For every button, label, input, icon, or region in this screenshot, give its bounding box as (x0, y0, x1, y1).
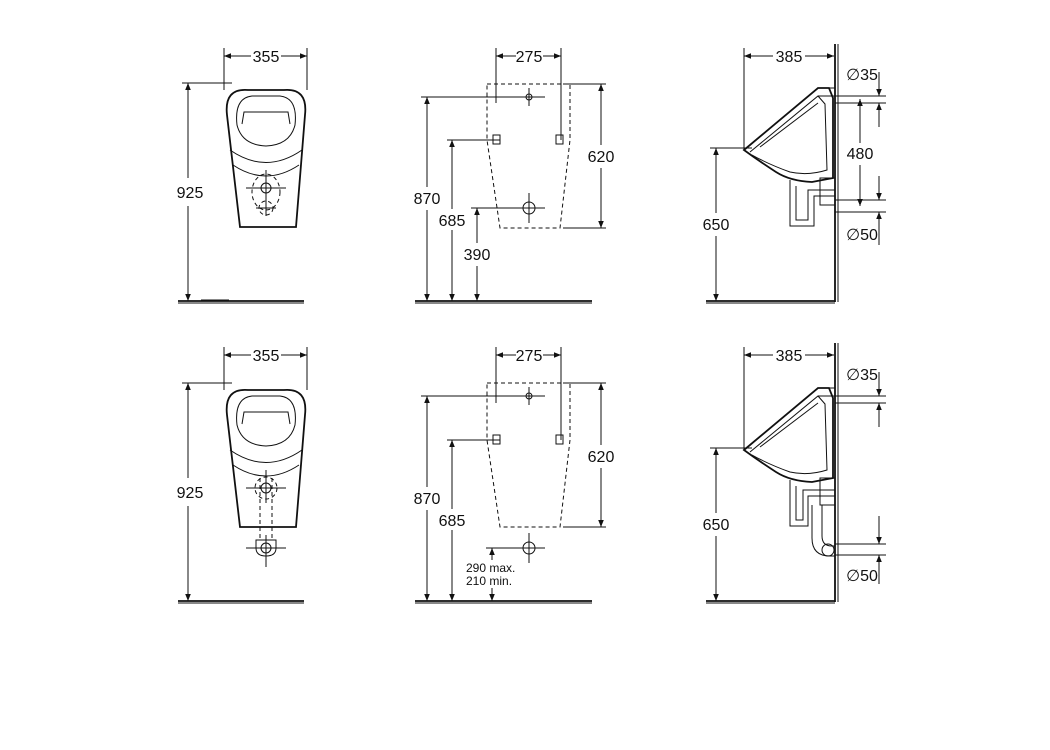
depth-label: 385 (776, 348, 803, 365)
body-height-label: 620 (588, 449, 615, 466)
spacing-label: 480 (847, 146, 874, 163)
height-label: 650 (703, 217, 730, 234)
side-view-2: 385 ∅35 ∅50 650 (703, 343, 886, 604)
height-total-label: 870 (414, 491, 441, 508)
outlet-diameter-label: ∅50 (846, 227, 878, 244)
depth-label: 385 (776, 49, 803, 66)
width-label: 355 (253, 49, 280, 66)
inlet-diameter-label: ∅35 (846, 367, 878, 384)
height-low-label: 390 (464, 247, 491, 264)
height-label: 925 (177, 485, 204, 502)
height-mid-label: 685 (439, 213, 466, 230)
width-label: 275 (516, 49, 543, 66)
outlet-diameter-label: ∅50 (846, 568, 878, 585)
height-total-label: 870 (414, 191, 441, 208)
outlet-min-label: 210 min. (466, 574, 512, 588)
width-label: 355 (253, 348, 280, 365)
front-view-1: 355 925 (177, 48, 308, 304)
rear-view-2: 275 620 870 685 290 max. 210 min. (414, 347, 615, 604)
height-label: 925 (177, 185, 204, 202)
inlet-diameter-label: ∅35 (846, 67, 878, 84)
width-label: 275 (516, 348, 543, 365)
outlet-max-label: 290 max. (466, 561, 515, 575)
body-height-label: 620 (588, 149, 615, 166)
rear-view-1: 275 620 870 685 390 (414, 48, 615, 304)
side-view-1: 385 ∅35 480 ∅50 650 (703, 44, 886, 304)
front-view-2: 355 925 (177, 347, 308, 604)
height-label: 650 (703, 517, 730, 534)
height-mid-label: 685 (439, 513, 466, 530)
